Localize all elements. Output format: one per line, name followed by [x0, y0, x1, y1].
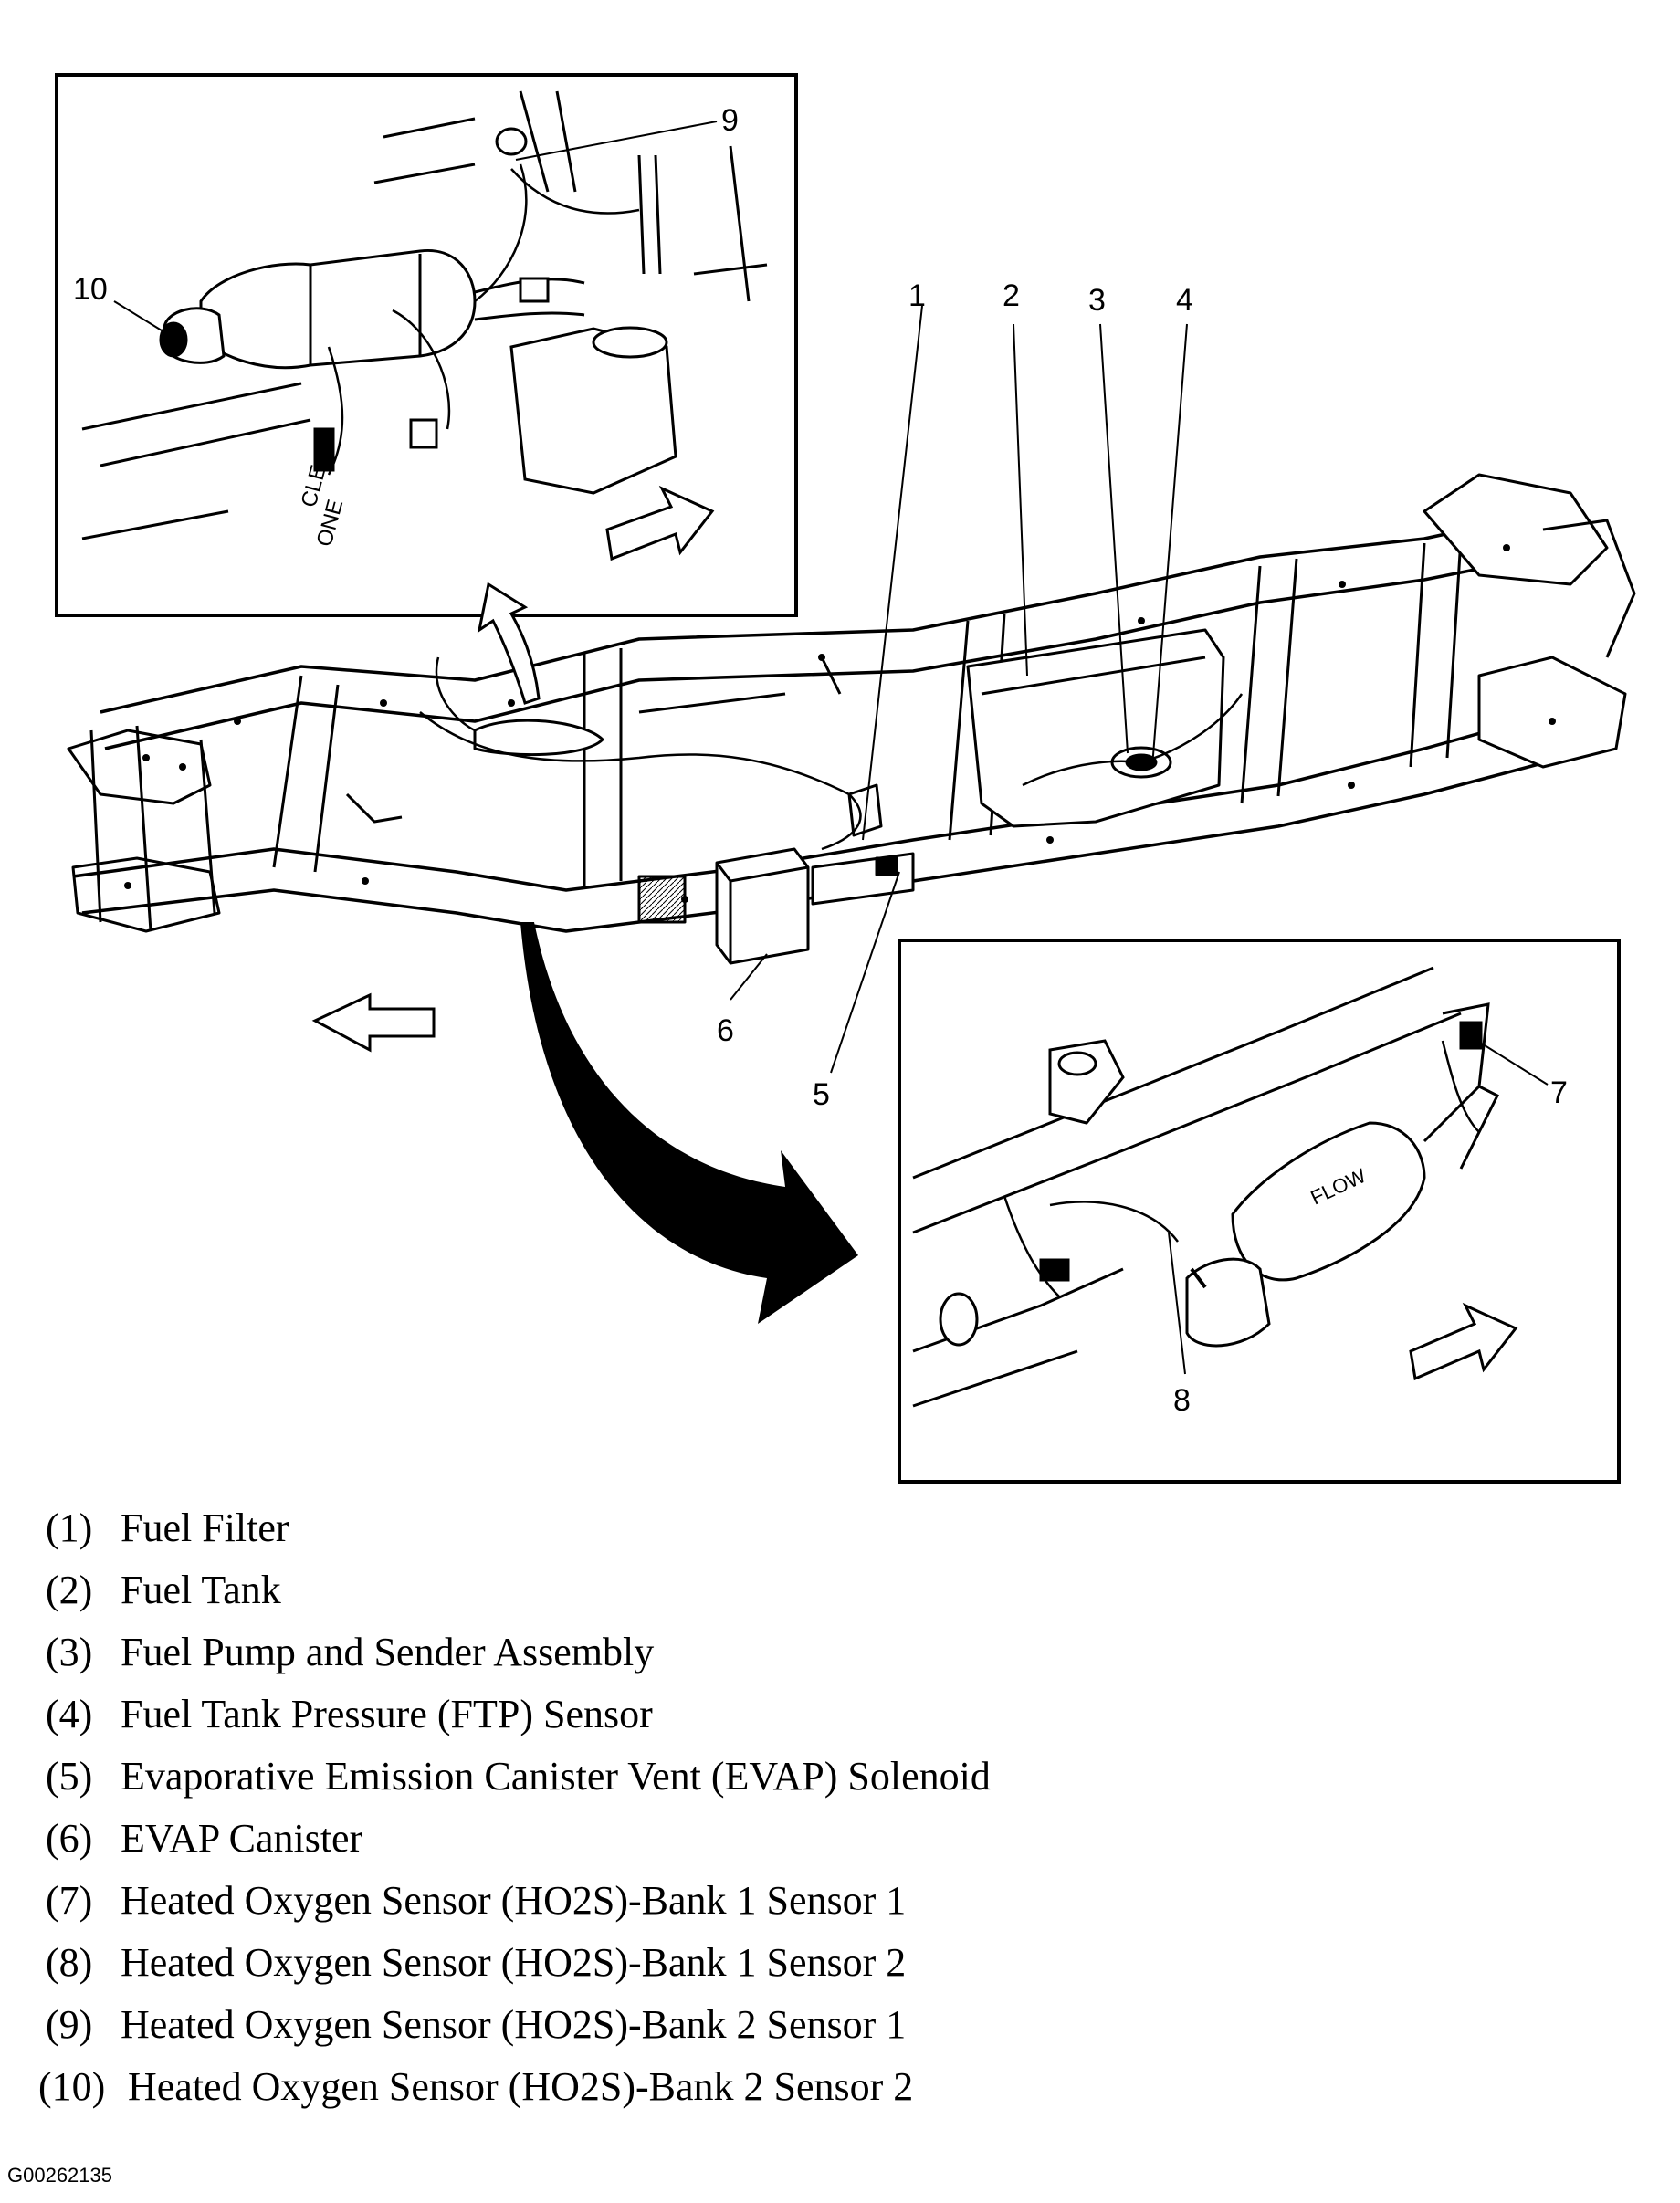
evap-canister-shape [715, 847, 810, 965]
component-legend: (1) Fuel Filter (2) Fuel Tank (3) Fuel Pump… [38, 1497, 1598, 2118]
inset-bank2-sensors: CLE ONE [55, 73, 798, 617]
callout-1: 1 [908, 278, 926, 313]
legend-row-5: (5) Evaporative Emission Canister Vent (E… [46, 1746, 1598, 1808]
legend-label: Heated Oxygen Sensor (HO2S)-Bank 1 Senso… [121, 1878, 907, 1923]
forward-arrow-icon [605, 485, 715, 561]
frame-diagram: CLE ONE FLOW [55, 73, 1636, 1484]
legend-label: EVAP Canister [121, 1816, 363, 1861]
legend-label: Heated Oxygen Sensor (HO2S)-Bank 1 Senso… [121, 1940, 907, 1985]
legend-label: Heated Oxygen Sensor (HO2S)-Bank 2 Senso… [121, 2002, 907, 2047]
callout-10: 10 [73, 272, 108, 307]
legend-label: Fuel Filter [121, 1505, 289, 1550]
pointer-arrow-to-bottom-inset-icon [520, 922, 858, 1324]
callout-9: 9 [721, 103, 739, 138]
legend-row-9: (9) Heated Oxygen Sensor (HO2S)-Bank 2 Se… [46, 1994, 1598, 2056]
legend-number: (10) [38, 2064, 106, 2109]
legend-number: (7) [46, 1878, 93, 1923]
legend-number: (3) [46, 1630, 93, 1674]
legend-row-1: (1) Fuel Filter [46, 1497, 1598, 1559]
legend-row-2: (2) Fuel Tank [46, 1559, 1598, 1621]
legend-number: (9) [46, 2002, 93, 2047]
legend-number: (1) [46, 1505, 93, 1550]
legend-number: (2) [46, 1568, 93, 1612]
legend-number: (5) [46, 1754, 93, 1799]
legend-row-3: (3) Fuel Pump and Sender Assembly [46, 1621, 1598, 1684]
legend-label: Fuel Pump and Sender Assembly [121, 1630, 655, 1674]
legend-label: Heated Oxygen Sensor (HO2S)-Bank 2 Senso… [128, 2064, 914, 2109]
forward-arrow-icon-2 [1409, 1302, 1518, 1381]
legend-number: (8) [46, 1940, 93, 1985]
inset-bank1-sensors: FLOW [898, 939, 1621, 1484]
legend-row-4: (4) Fuel Tank Pressure (FTP) Sensor [46, 1684, 1598, 1746]
callout-3: 3 [1088, 283, 1106, 318]
legend-label: Evaporative Emission Canister Vent (EVAP… [121, 1754, 991, 1799]
callout-6: 6 [717, 1013, 734, 1048]
legend-number: (4) [46, 1692, 93, 1736]
legend-row-7: (7) Heated Oxygen Sensor (HO2S)-Bank 1 Se… [46, 1870, 1598, 1932]
legend-label: Fuel Tank Pressure (FTP) Sensor [121, 1692, 653, 1736]
callout-8: 8 [1173, 1383, 1191, 1418]
figure-code: G00262135 [7, 2164, 112, 2187]
pointer-arrow-to-top-inset-icon [477, 582, 541, 705]
chassis-frame [67, 473, 1636, 965]
callout-2: 2 [1003, 278, 1020, 313]
callout-7: 7 [1550, 1075, 1568, 1110]
legend-label: Fuel Tank [121, 1568, 281, 1612]
callout-leaders [113, 121, 1549, 1375]
front-direction-arrow-icon [311, 992, 436, 1053]
legend-row-10: (10) Heated Oxygen Sensor (HO2S)-Bank 2 S… [38, 2056, 1598, 2118]
legend-row-6: (6) EVAP Canister [46, 1808, 1598, 1870]
legend-number: (6) [46, 1816, 93, 1861]
legend-row-8: (8) Heated Oxygen Sensor (HO2S)-Bank 1 Se… [46, 1932, 1598, 1994]
callout-4: 4 [1176, 283, 1193, 318]
callout-5: 5 [813, 1077, 830, 1112]
